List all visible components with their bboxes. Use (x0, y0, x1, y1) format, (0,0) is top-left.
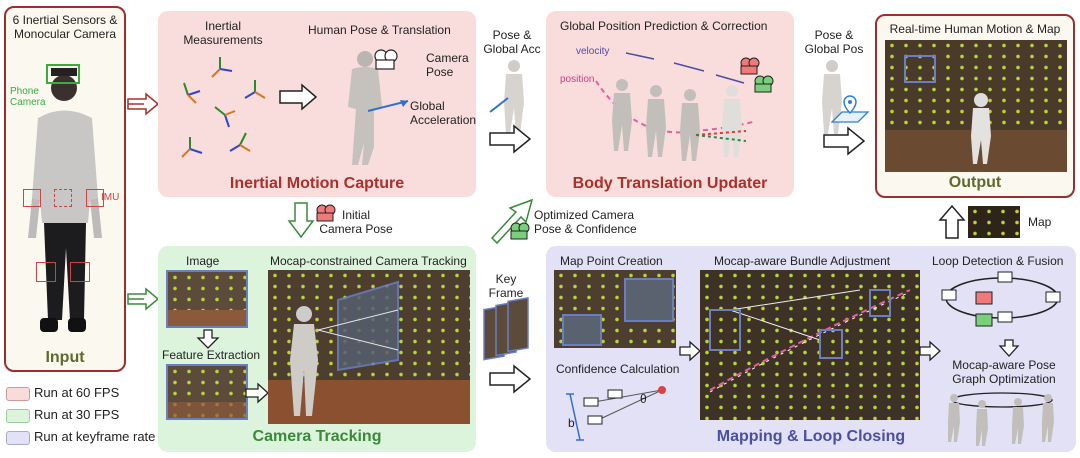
imu-box-left (23, 189, 41, 207)
legend-swatch-red (6, 387, 30, 401)
down-arrow-small (196, 329, 220, 349)
pose-graph-label: Mocap-aware Pose Graph Optimization (952, 358, 1056, 386)
right-arrow-loop (919, 340, 941, 362)
tracking-scene-image (268, 270, 470, 424)
camera-icon-red (740, 57, 760, 75)
map-thumbnail (968, 206, 1020, 238)
inertial-motion-capture-panel: Inertial Measurements Human Pose & Trans… (158, 11, 476, 197)
legend-label-30fps: Run at 30 FPS (34, 407, 120, 422)
arrow-to-output (823, 126, 866, 156)
body-translation-title: Body Translation Updater (572, 175, 768, 192)
camera-icon-green (754, 75, 774, 93)
output-heading: Real-time Human Motion & Map (889, 22, 1061, 36)
phone-camera-box (46, 64, 80, 84)
legend-swatch-purple (6, 431, 30, 445)
human-pose-translation-label: Human Pose & Translation (308, 23, 451, 37)
camera-tracking-panel: Image Feature Extraction Mocap-constrain… (158, 246, 476, 452)
output-title: Output (948, 174, 1002, 191)
loop-detection-diagram (941, 271, 1061, 327)
imu-box-mid (54, 189, 72, 207)
bundle-adjustment-label: Mocap-aware Bundle Adjustment (714, 254, 891, 268)
key-frame-label: Key Frame (488, 272, 524, 300)
loop-detection-label: Loop Detection & Fusion (932, 254, 1064, 268)
position-label: position (560, 74, 595, 85)
mapping-panel: Map Point Creation Confidence Calculatio… (546, 246, 1076, 452)
camera-tracking-title: Camera Tracking (252, 428, 382, 445)
location-pin-icon (830, 95, 870, 123)
arrow-to-mapping (489, 364, 532, 394)
down-arrow-loop (998, 339, 1020, 357)
input-title: 6 Inertial Sensors & Monocular Camera (12, 13, 118, 41)
inertial-title: Inertial Motion Capture (229, 175, 405, 192)
pose-global-pos-label: Pose & Global Pos (804, 28, 864, 56)
walking-figure-small-1 (504, 60, 524, 134)
velocity-label: velocity (576, 46, 610, 57)
imu-axes-icons (181, 57, 266, 158)
legend-label-keyframe: Run at keyframe rate (34, 429, 156, 444)
right-arrow-hollow (279, 83, 318, 111)
legend: Run at 60 FPS Run at 30 FPS Run at keyfr… (6, 384, 156, 456)
arrow-input-to-tracking (127, 287, 160, 311)
image-label: Image (186, 254, 220, 268)
global-acc-arrow (367, 100, 409, 112)
camera-icon-optimized (510, 222, 530, 240)
right-arrow-small (245, 382, 269, 404)
feature-extraction-label: Feature Extraction (162, 348, 261, 362)
global-acceleration-label: Global Acceleration (410, 99, 477, 127)
camera-pose-label: Camera Pose (426, 51, 469, 79)
arrow-input-to-inertial (127, 92, 160, 116)
phone-camera-label: Phone Camera (10, 86, 46, 108)
diagonal-arrow-optimized (490, 198, 534, 245)
b-label: b (568, 416, 575, 430)
pose-global-acc-label: Pose & Global Acc (483, 28, 541, 56)
camera-icon-pose (374, 49, 398, 70)
pose-acc-arrow-icon (489, 97, 509, 113)
confidence-calculation-label: Confidence Calculation (556, 362, 680, 376)
imu-box-knee-right (70, 262, 90, 282)
bundle-adjustment-image (700, 270, 920, 420)
output-scene-image (885, 40, 1067, 172)
initial-camera-pose-label: Initial Camera Pose (319, 208, 393, 236)
mapping-title: Mapping & Loop Closing (716, 428, 906, 445)
input-image-thumb (166, 270, 248, 328)
person-figure (28, 68, 102, 332)
imu-box-knee-left (36, 262, 56, 282)
global-position-heading: Global Position Prediction & Correction (560, 19, 768, 33)
tracking-heading: Mocap-constrained Camera Tracking (270, 254, 467, 268)
feature-image-thumb (166, 364, 248, 420)
imu-label: IMU (101, 192, 120, 203)
optimized-camera-label: Optimized Camera Pose & Confidence (534, 208, 637, 236)
confidence-diagram (566, 386, 666, 441)
human-pose-figure (348, 51, 382, 165)
up-arrow-map (938, 204, 966, 239)
arrow-to-body-translation (489, 124, 532, 154)
output-panel: Real-time Human Motion & Map Output (875, 14, 1075, 198)
trajectory-figures (595, 52, 757, 161)
right-arrow-mapping (679, 340, 701, 362)
input-panel: 6 Inertial Sensors & Monocular Camera Ph… (4, 6, 126, 372)
theta-label: θ (640, 392, 647, 406)
camera-icon-initial (316, 204, 336, 222)
legend-swatch-green (6, 409, 30, 423)
down-arrow-initial-pose (287, 202, 315, 239)
key-frame-stack (483, 297, 529, 361)
imu-box-right (86, 189, 104, 207)
map-point-image (554, 270, 676, 348)
legend-label-60fps: Run at 60 FPS (34, 385, 120, 400)
input-label: Input (45, 349, 85, 366)
pose-graph-figures (948, 392, 1054, 446)
body-translation-panel: Global Position Prediction & Correction … (546, 11, 794, 197)
inertial-measurements-label: Inertial Measurements (183, 19, 263, 47)
map-point-creation-label: Map Point Creation (560, 254, 663, 268)
map-label: Map (1028, 215, 1052, 229)
